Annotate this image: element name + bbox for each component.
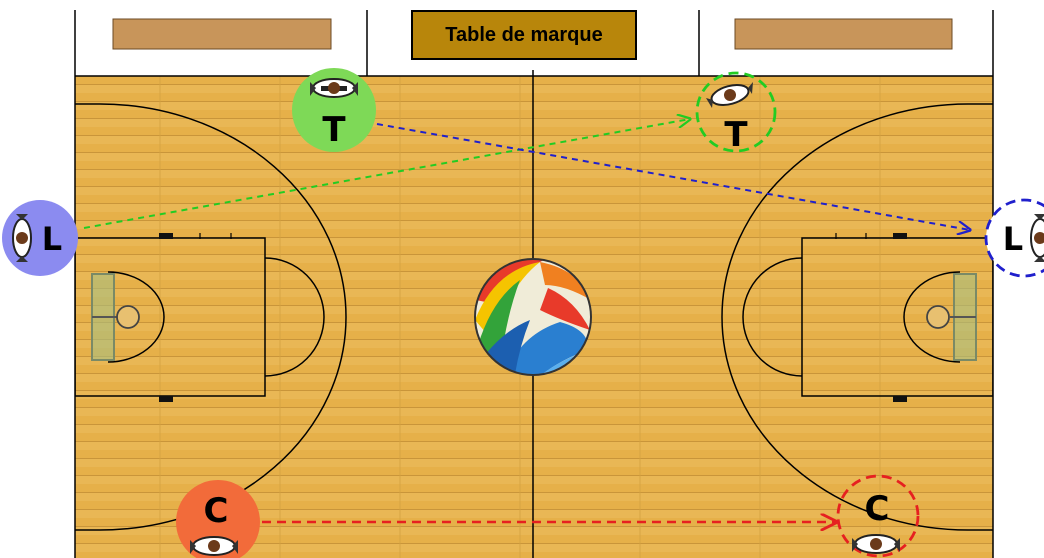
referee-figure-icon	[852, 534, 900, 554]
trail-to-lead-arrow	[376, 123, 970, 230]
referee-center-letter: C	[204, 491, 229, 531]
lead-to-trail-arrow	[83, 119, 690, 229]
referee-center-end-letter: C	[865, 489, 890, 529]
referee-trail-letter: T	[322, 110, 346, 150]
bench-left	[112, 18, 332, 50]
bench-right	[734, 18, 953, 50]
referee-figure-icon	[12, 214, 32, 262]
three-point-arc-right	[721, 103, 969, 531]
referee-trail-start: T	[292, 68, 376, 152]
referee-lead-letter: L	[42, 220, 62, 258]
referee-trail-end-letter: T	[724, 115, 748, 155]
basket-left	[91, 273, 140, 361]
scorer-table-label: Table de marque	[445, 23, 603, 46]
referee-center-end: C	[836, 474, 920, 558]
referee-lead-start: L	[2, 200, 78, 276]
referee-figure-icon	[1030, 214, 1044, 262]
referee-trail-end: T	[695, 71, 777, 155]
fiba-basketball-icon	[474, 258, 592, 376]
referee-lead-end-letter: L	[1003, 220, 1023, 258]
referee-figure-icon	[706, 82, 753, 108]
referee-lead-end: L	[984, 198, 1044, 278]
basket-right	[926, 273, 977, 361]
referee-center-start: C	[176, 480, 260, 558]
referee-figure-icon	[310, 78, 358, 98]
referee-figure-icon	[190, 536, 238, 556]
scorer-table: Table de marque	[411, 10, 637, 60]
